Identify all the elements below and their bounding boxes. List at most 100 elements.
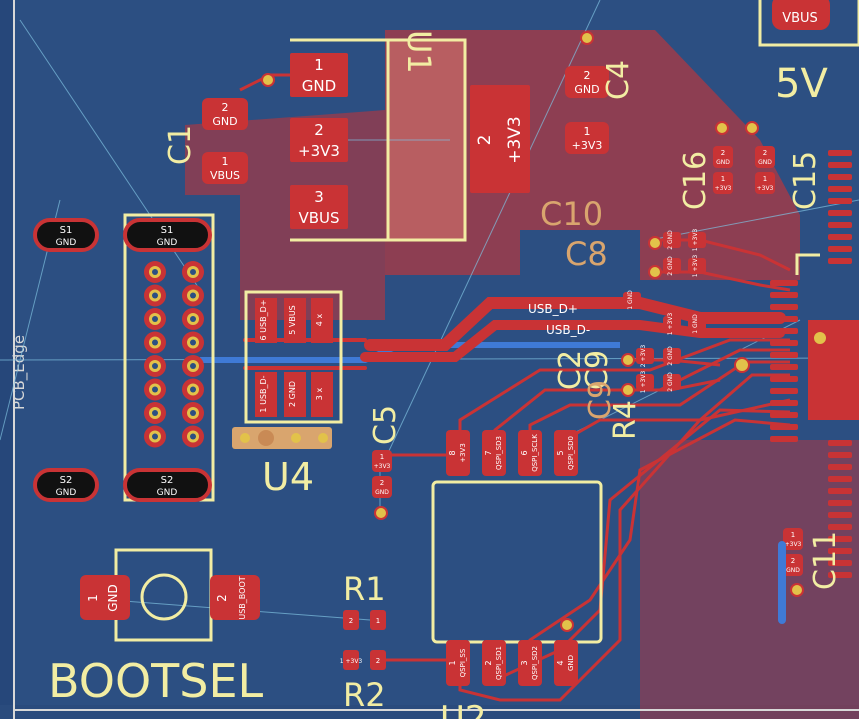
small-cap-pad[interactable] <box>663 374 681 390</box>
u4-pad-4[interactable] <box>311 298 333 343</box>
usb-pad-s1-right[interactable] <box>123 218 212 252</box>
mcu-pin[interactable] <box>828 222 852 228</box>
mcu-pin[interactable] <box>828 464 852 470</box>
mcu-pin[interactable] <box>770 304 798 310</box>
mid-via-5[interactable] <box>734 357 750 373</box>
c11-pad-1[interactable] <box>783 528 803 550</box>
c15-pad-2[interactable] <box>755 146 775 168</box>
mcu-pin[interactable] <box>828 476 852 482</box>
r1-pad-1[interactable] <box>370 610 386 630</box>
r2-pad-2[interactable] <box>370 650 386 670</box>
c4-pad-1[interactable] <box>565 122 609 154</box>
flash-top-pad-8[interactable] <box>446 430 470 476</box>
mcu-pin[interactable] <box>828 186 852 192</box>
c5-via[interactable] <box>374 506 388 520</box>
u1-pad-tab[interactable] <box>470 85 530 193</box>
bootsel-actuator[interactable] <box>140 573 188 621</box>
mcu-pin[interactable] <box>828 210 852 216</box>
c1-pad-2[interactable] <box>202 98 248 130</box>
r2-pad-1[interactable] <box>343 650 359 670</box>
flash-bottom-pad-2[interactable] <box>482 640 506 686</box>
mcu-pin[interactable] <box>770 412 798 418</box>
mcu-pin[interactable] <box>828 198 852 204</box>
u4-pad-5[interactable] <box>284 298 306 343</box>
mcu-pin[interactable] <box>828 452 852 458</box>
c5-pad-1[interactable] <box>372 450 392 472</box>
flash-bottom-pad-4[interactable] <box>554 640 578 686</box>
usb-pad-s2-left[interactable] <box>33 468 99 502</box>
mcu-pin[interactable] <box>770 316 798 322</box>
u4-pad-1[interactable] <box>255 372 277 417</box>
u4-pad-2[interactable] <box>284 372 306 417</box>
mcu-pin[interactable] <box>770 388 798 394</box>
mcu-pin[interactable] <box>828 488 852 494</box>
mcu-pin[interactable] <box>828 246 852 252</box>
c4-via[interactable] <box>580 31 594 45</box>
u1-pad-2[interactable] <box>290 118 348 162</box>
c4-pad-2[interactable] <box>565 66 609 98</box>
small-cap-pad[interactable] <box>688 232 706 248</box>
mcu-pin[interactable] <box>770 352 798 358</box>
mcu-pin[interactable] <box>770 400 798 406</box>
small-cap-pad[interactable] <box>636 374 654 390</box>
small-cap-pad[interactable] <box>663 348 681 364</box>
mid-via-4[interactable] <box>621 383 635 397</box>
flash-bottom-pad-3[interactable] <box>518 640 542 686</box>
small-cap-pad[interactable] <box>688 258 706 274</box>
u4-test-pin-3[interactable] <box>291 433 301 443</box>
bootsel-pad-2[interactable] <box>210 575 260 620</box>
mcu-pin[interactable] <box>770 340 798 346</box>
c5-pad-2[interactable] <box>372 476 392 498</box>
u1-pad-3[interactable] <box>290 185 348 229</box>
mid-via-3[interactable] <box>621 353 635 367</box>
flash-bottom-pad-1[interactable] <box>446 640 470 686</box>
r1-pad-2[interactable] <box>343 610 359 630</box>
flash-top-pad-7[interactable] <box>482 430 506 476</box>
flash-top-pad-5[interactable] <box>554 430 578 476</box>
mid-via-2[interactable] <box>648 265 662 279</box>
mcu-pin[interactable] <box>828 524 852 530</box>
c16-pad-2[interactable] <box>713 146 733 168</box>
mcu-pin[interactable] <box>828 500 852 506</box>
c11-via[interactable] <box>790 583 804 597</box>
mcu-pin[interactable] <box>828 258 852 264</box>
u4-test-pin-4[interactable] <box>318 433 328 443</box>
c16-via[interactable] <box>715 121 729 135</box>
mcu-pin[interactable] <box>828 512 852 518</box>
small-cap-pad[interactable] <box>663 316 681 332</box>
u4-pad-6[interactable] <box>255 298 277 343</box>
c15-pad-1[interactable] <box>755 172 775 194</box>
small-cap-pad[interactable] <box>623 292 641 308</box>
c1-pad-1[interactable] <box>202 152 248 184</box>
usb-pad-s2-right[interactable] <box>123 468 212 502</box>
mid-via-1[interactable] <box>648 236 662 250</box>
u4-pad-3[interactable] <box>311 372 333 417</box>
mcu-pin[interactable] <box>770 424 798 430</box>
small-cap-pad[interactable] <box>636 348 654 364</box>
mcu-pin[interactable] <box>770 376 798 382</box>
c15-via[interactable] <box>745 121 759 135</box>
mcu-pin[interactable] <box>828 440 852 446</box>
mcu-pin[interactable] <box>828 560 852 566</box>
mcu-pin[interactable] <box>770 328 798 334</box>
mcu-pin[interactable] <box>828 150 852 156</box>
small-cap-pad[interactable] <box>663 232 681 248</box>
flash-via[interactable] <box>560 618 574 632</box>
u4-test-pin-1[interactable] <box>240 433 250 443</box>
mcu-pin[interactable] <box>770 280 798 286</box>
c16-pad-1[interactable] <box>713 172 733 194</box>
usb-pad-s1-left[interactable] <box>33 218 99 252</box>
c11-pad-2[interactable] <box>783 554 803 576</box>
mcu-pin[interactable] <box>828 548 852 554</box>
mcu-via[interactable] <box>812 330 828 346</box>
mcu-pin[interactable] <box>828 174 852 180</box>
mcu-pin[interactable] <box>828 162 852 168</box>
mcu-pin[interactable] <box>770 292 798 298</box>
small-cap-pad[interactable] <box>663 258 681 274</box>
bootsel-pad-1[interactable] <box>80 575 130 620</box>
small-cap-pad[interactable] <box>688 316 706 332</box>
mcu-pin[interactable] <box>828 536 852 542</box>
flash-top-pad-6[interactable] <box>518 430 542 476</box>
mcu-pin[interactable] <box>770 364 798 370</box>
u1-pad-1[interactable] <box>290 53 348 97</box>
